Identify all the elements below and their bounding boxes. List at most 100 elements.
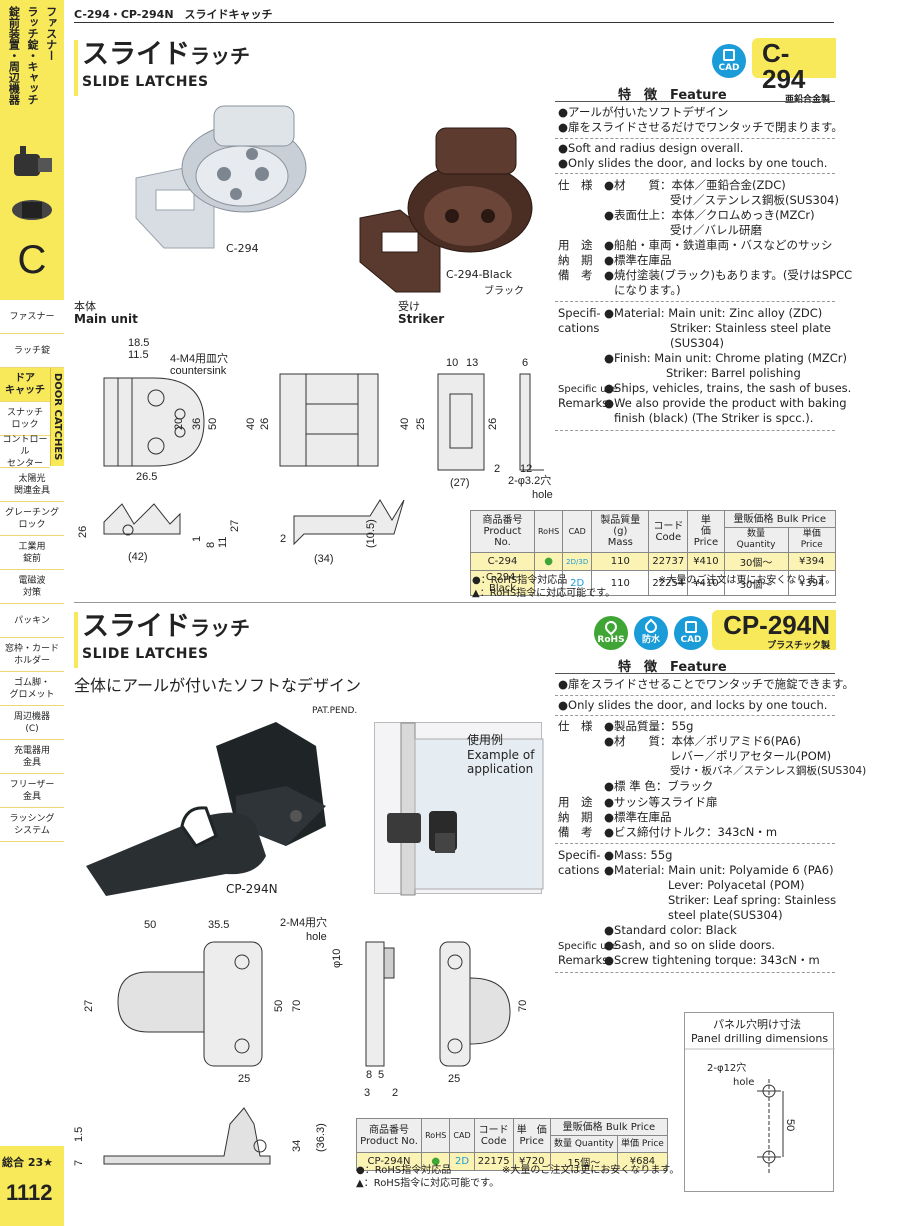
dim-11-5: 11.5 <box>128 349 149 361</box>
product1-photo-chrome <box>135 105 307 249</box>
category-sidebar: ファスナー ラッチ錠・キャッチ 錠前装置・周辺機器 C ファスナー ラッチ錠 ド… <box>0 0 64 1226</box>
section-separator <box>74 602 836 603</box>
th2-rohs: RoHS <box>421 1118 451 1153</box>
sidebar-item-industrial-lock[interactable]: 工業用 錠前 <box>0 536 64 570</box>
p2-spec-material3: 受け・板バネ／ステンレス鋼板(SUS304) <box>670 765 867 777</box>
pat-pend: PAT.PEND. <box>312 706 358 716</box>
p2-dim-3: 3 <box>364 1087 370 1099</box>
p1-label-delivery: 納 期 <box>558 253 593 267</box>
p2-dim-34: 34 <box>291 1140 303 1152</box>
product2-model: CP-294N <box>723 610 830 640</box>
model-box-2: CP-294N プラスチック製 <box>712 610 836 651</box>
dim-6: 6 <box>522 357 528 369</box>
product1-model: C-294 <box>762 38 806 94</box>
panel-dim-50: 50 <box>784 1119 796 1131</box>
th2-bulk: 量販価格 Bulk Price <box>549 1118 669 1136</box>
p2-dim-2: 2 <box>392 1087 398 1099</box>
category-line-2: ラッチ錠・キャッチ <box>25 6 39 105</box>
product2-drawing: 50 35.5 2-M4用穴 hole 27 50 70 25 φ10 8 5 … <box>73 915 529 1166</box>
p2-dim-1-5: 1.5 <box>73 1127 85 1142</box>
p2-hole-jp: 2-M4用穴 <box>280 915 327 929</box>
p2-note-1: ●：RoHS指令対応品 <box>356 1165 452 1176</box>
dim-2-side: 2 <box>280 533 286 545</box>
panel-title-jp: パネル穴明け寸法 <box>713 1018 801 1031</box>
catch-icon <box>12 200 52 220</box>
p2-en-mass: ●Mass: 55g <box>604 848 673 862</box>
product1-title-kana: スライド <box>82 39 190 70</box>
th2-bulk-price: 単価 Price <box>616 1135 669 1153</box>
sidebar-item-peripheral[interactable]: 周辺機器 (C) <box>0 706 64 740</box>
striker-label: 受け Striker <box>398 300 445 326</box>
sidebar-item-packing[interactable]: パッキン <box>0 604 64 638</box>
p2-dim-27: 27 <box>83 1000 95 1012</box>
p1-en-material2: Striker: Stainless steel plate <box>670 321 831 335</box>
sidebar-item-charger[interactable]: 充電器用 金具 <box>0 740 64 774</box>
p2-en-material2: Lever: Polyacetal (POM) <box>668 878 805 892</box>
th-bulk: 量販価格 Bulk Price <box>723 510 837 528</box>
sidebar-item-lashing[interactable]: ラッシング システム <box>0 808 64 842</box>
th-price: 単 価 Price <box>687 510 725 553</box>
p1-en-material: ●Material: Main unit: Zinc alloy (ZDC) <box>604 306 823 320</box>
feature-rule-2 <box>555 673 835 674</box>
assembled-side-view <box>293 499 405 546</box>
page-number: 1112 <box>6 1180 53 1205</box>
p2-dim-36-3-paren: (36.3) <box>315 1123 327 1152</box>
p2-spec-mass: ●製品質量：55g <box>604 719 694 733</box>
breadcrumb: C-294・CP-294N スライドキャッチ <box>74 8 273 21</box>
sidebar-item-solar[interactable]: 太陽光 関連金具 <box>0 468 64 502</box>
p1-en-remarks: ●We also provide the product with baking <box>604 396 847 410</box>
p1-feature-jp-2: ●扉をスライドさせるだけでワンタッチで閉まります。 <box>558 120 843 134</box>
p2-en-material4: steel plate(SUS304) <box>668 908 783 922</box>
p1-feature-en-1: ●Soft and radius design overall. <box>558 141 744 155</box>
sidebar-item-emi[interactable]: 電磁波 対策 <box>0 570 64 604</box>
th-product-no: 商品番号 Product No. <box>470 510 535 553</box>
p2-spec-delivery: ●標準在庫品 <box>604 810 672 824</box>
p2-feature-en-1: ●Only slides the door, and locks by one … <box>558 698 828 712</box>
th-mass: 製品質量(g) Mass <box>591 510 650 553</box>
dim-18-5: 18.5 <box>128 337 149 349</box>
sidebar-item-freezer[interactable]: フリーザー 金具 <box>0 774 64 808</box>
p2-side-view <box>365 941 395 1067</box>
sidebar-item-snatch-lock[interactable]: スナッチ ロック <box>0 402 50 436</box>
p1-label-spec: 仕 様 <box>558 178 593 192</box>
p2-striker-view <box>439 941 511 1067</box>
product1-caption-black: C-294-Black <box>446 268 512 281</box>
p2-en-material3: Striker: Leaf spring: Stainless <box>668 893 837 907</box>
p2-label-use: 用 途 <box>558 795 593 809</box>
dash-7 <box>555 843 835 844</box>
th-qty: 数量 Quantity <box>723 527 789 553</box>
p2-spec-color: ●標 準 色：ブラック <box>604 779 714 793</box>
p2-spec-material: ●材 質：本体／ポリアミド6(PA6) <box>604 734 801 748</box>
cad-badge-2: CAD <box>674 616 708 650</box>
panel-drilling-box: パネル穴明け寸法 Panel drilling dimensions 50 2-… <box>684 1012 835 1192</box>
feature-rule-1 <box>555 101 835 102</box>
category-header <box>0 0 64 300</box>
dim-13: 13 <box>466 357 478 369</box>
sidebar-item-door-catch[interactable]: ドア キャッチ <box>0 368 50 402</box>
p2-dim-7: 7 <box>73 1160 85 1166</box>
p1-spec-remarks2: になります。) <box>614 283 681 297</box>
sidebar-item-window-frame[interactable]: 窓枠・カード ホルダー <box>0 638 64 672</box>
category-title: ファスナー ラッチ錠・キャッチ 錠前装置・周辺機器 <box>4 6 60 126</box>
p2-front-view <box>117 941 263 1067</box>
p2-note-right: ※大量のご注文は更にお安くなります。 <box>502 1165 680 1176</box>
title-accent-2 <box>74 612 78 668</box>
sidebar-item-control-center[interactable]: コントロール センター <box>0 435 50 469</box>
product2-tagline: 全体にアールが付いたソフトなデザイン <box>74 676 362 695</box>
product2-feature-title: 特 徴 Feature <box>618 660 727 675</box>
product1-drawing-main: 18.5 11.5 4-M4用皿穴 countersink 20 36 50 2… <box>77 337 553 565</box>
sidebar-item-latch-lock[interactable]: ラッチ錠 <box>0 334 64 368</box>
application-example: 使用例 Example of application <box>374 722 544 896</box>
dim-10: 10 <box>446 357 458 369</box>
p1-en-material3: (SUS304) <box>670 336 724 350</box>
sidebar-item-grating-lock[interactable]: グレーチング ロック <box>0 502 64 536</box>
p1-en-label-spec1: Specifi- <box>558 306 601 320</box>
sidebar-item-rubber-feet[interactable]: ゴム脚・ グロメット <box>0 672 64 706</box>
application-jp: 使用例 <box>467 733 504 747</box>
sidebar-item-fastener[interactable]: ファスナー <box>0 300 64 334</box>
p2-en-color: ●Standard color: Black <box>604 923 737 937</box>
th2-cad: CAD <box>449 1118 475 1153</box>
p2-en-label-remarks: Remarks <box>558 953 609 967</box>
main-front-view <box>103 377 205 467</box>
category-line-1: ファスナー <box>44 6 58 61</box>
